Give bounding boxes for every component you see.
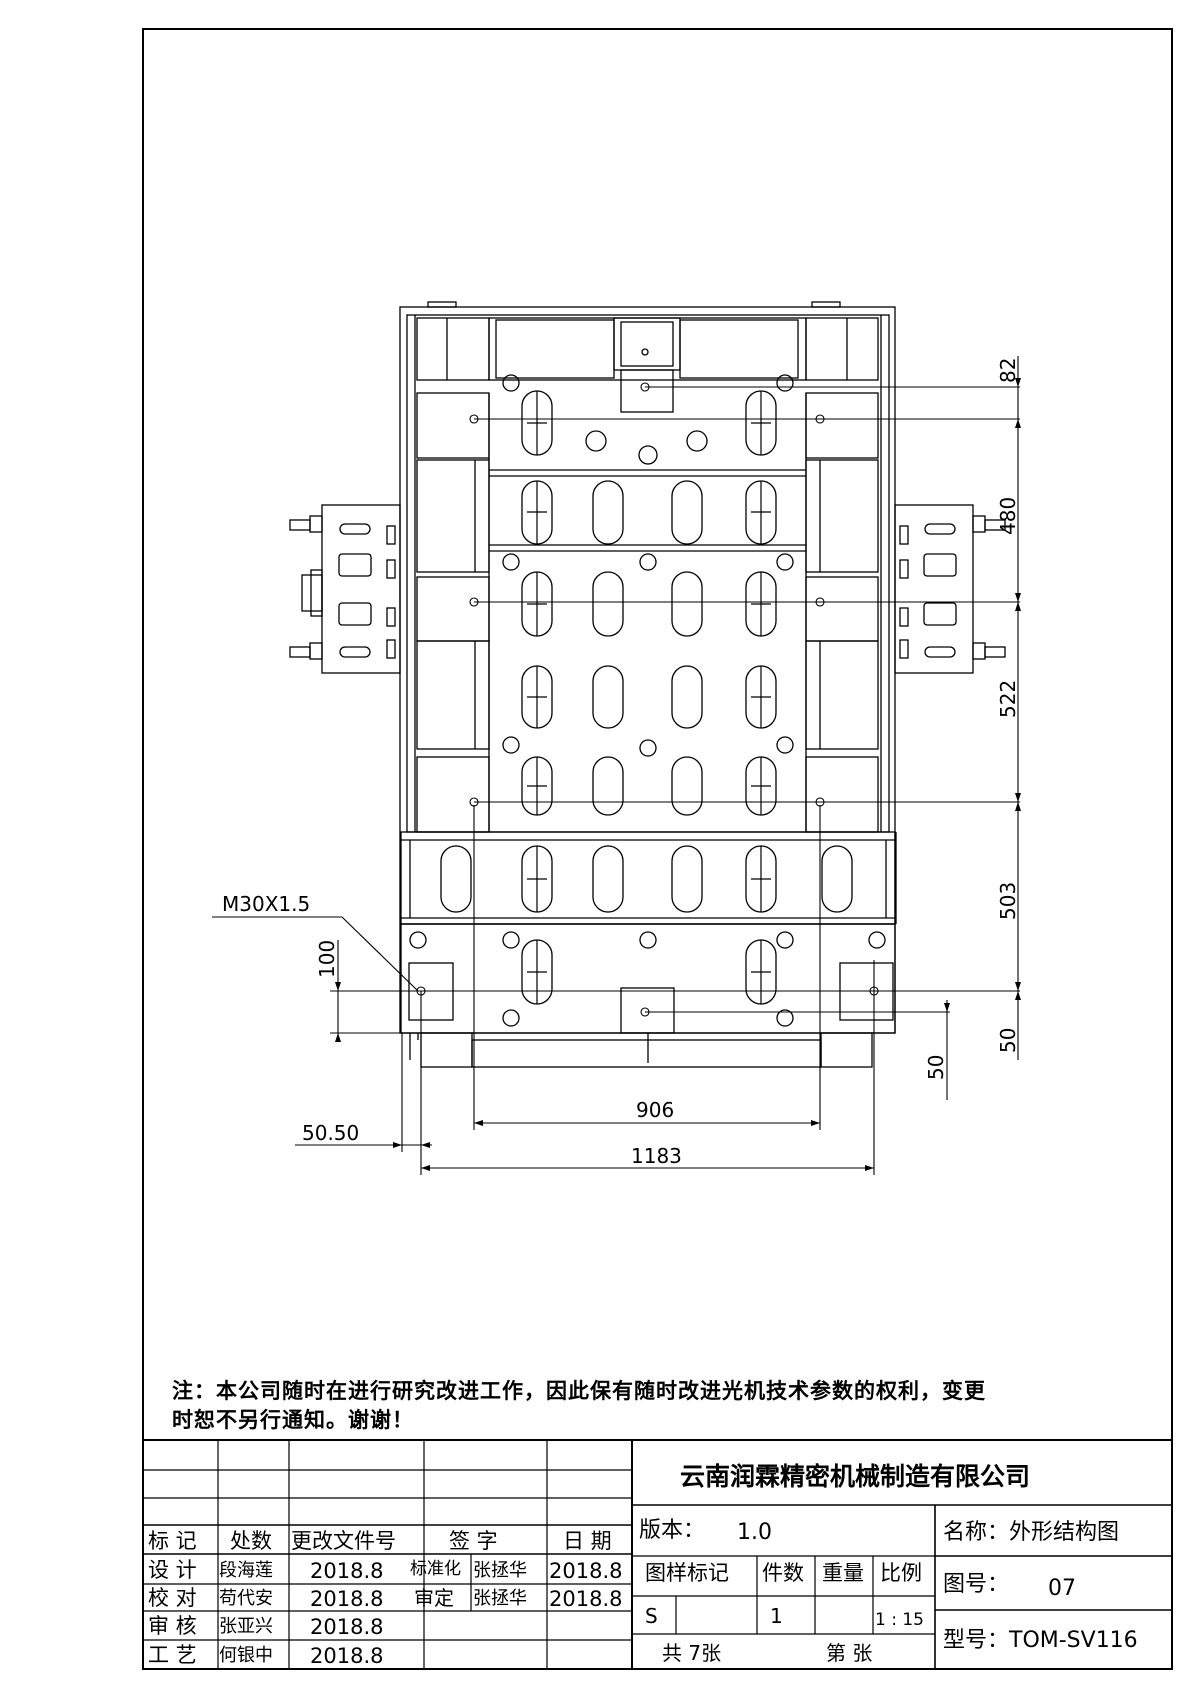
role-design: 设 计 <box>148 1558 197 1582</box>
date-approve: 2018.8 <box>549 1587 622 1611</box>
quantity-header: 件数 <box>762 1561 804 1585</box>
quantity-value: 1 <box>770 1604 783 1628</box>
dim-1183: 1183 <box>631 1144 682 1168</box>
title-block-grid <box>142 1439 1173 1670</box>
header-mark: 标 记 <box>148 1529 197 1553</box>
dim-480: 480 <box>996 497 1020 535</box>
total-sheets: 共 7张 <box>662 1641 721 1665</box>
dim-50-50: 50.50 <box>302 1121 359 1145</box>
role-check: 校 对 <box>148 1586 197 1610</box>
dim-503: 503 <box>996 882 1020 920</box>
note-line-2: 时恕不另行通知。谢谢！ <box>172 1408 414 1432</box>
date-check: 2018.8 <box>310 1587 383 1611</box>
name-design: 段海莲 <box>219 1560 273 1581</box>
dimension-arrows <box>335 378 1021 1171</box>
company-name: 云南润霖精密机械制造有限公司 <box>680 1462 1030 1491</box>
header-date: 日 期 <box>563 1529 612 1553</box>
name-review: 张亚兴 <box>219 1616 273 1637</box>
sample-mark-value: S <box>645 1604 658 1628</box>
header-place-count: 处数 <box>230 1529 272 1553</box>
dim-100: 100 <box>315 940 339 978</box>
dim-82: 82 <box>996 358 1020 383</box>
dim-50-bottom: 50 <box>924 1055 948 1080</box>
header-change-doc: 更改文件号 <box>291 1529 396 1553</box>
title-block-text: 云南润霖精密机械制造有限公司 版本： 1.0 名称：外形结构图 图号： 07 型… <box>148 1462 1138 1668</box>
name-standard: 张拯华 <box>473 1560 527 1581</box>
slot-inner-bars <box>527 391 771 1004</box>
dim-522: 522 <box>996 680 1020 718</box>
date-design: 2018.8 <box>310 1559 383 1583</box>
left-bracket <box>289 504 401 674</box>
note-line-1: 注：本公司随时在进行研究改进工作，因此保有随时改进光机技术参数的权利，变更 <box>172 1379 986 1403</box>
version-label: 版本： <box>639 1518 705 1543</box>
name-process: 何银中 <box>219 1645 273 1666</box>
name-label: 名称：外形结构图 <box>943 1520 1119 1545</box>
dim-50-right: 50 <box>996 1028 1020 1053</box>
structure-outline <box>399 301 897 1068</box>
weight-header: 重量 <box>822 1561 864 1585</box>
role-review: 审 核 <box>148 1614 197 1638</box>
header-signature: 签 字 <box>449 1529 498 1553</box>
hole-center-marks <box>416 382 879 1017</box>
disclaimer-note: 注：本公司随时在进行研究改进工作，因此保有随时改进光机技术参数的权利，变更 时恕… <box>172 1377 1172 1435</box>
date-process: 2018.8 <box>310 1644 383 1668</box>
scale-value: 1 : 15 <box>875 1610 924 1630</box>
date-review: 2018.8 <box>310 1615 383 1639</box>
thread-callout: M30X1.5 <box>222 892 310 916</box>
scale-header: 比例 <box>880 1561 922 1585</box>
slot-holes <box>440 390 853 1005</box>
model-label: 型号：TOM-SV116 <box>943 1628 1138 1653</box>
role-approve: 审定 <box>414 1586 454 1610</box>
structure-holes <box>409 374 886 1027</box>
dim-906: 906 <box>636 1098 674 1122</box>
dimension-labels: 82 480 522 503 50 50 100 906 1183 50.50 … <box>222 358 1020 1168</box>
drawing-no-label: 图号： <box>943 1572 1009 1597</box>
role-standard: 标准化 <box>410 1559 461 1579</box>
date-standard: 2018.8 <box>549 1559 622 1583</box>
drawing-no-value: 07 <box>1048 1576 1076 1601</box>
sample-mark-header: 图样标记 <box>645 1561 729 1585</box>
name-check: 苟代安 <box>219 1588 273 1609</box>
name-approve: 张拯华 <box>473 1588 527 1609</box>
version-value: 1.0 <box>737 1520 772 1545</box>
dimension-lines <box>212 356 1020 1175</box>
role-process: 工 艺 <box>148 1643 197 1667</box>
current-sheet: 第 张 <box>826 1641 872 1665</box>
right-bracket <box>894 504 1006 674</box>
